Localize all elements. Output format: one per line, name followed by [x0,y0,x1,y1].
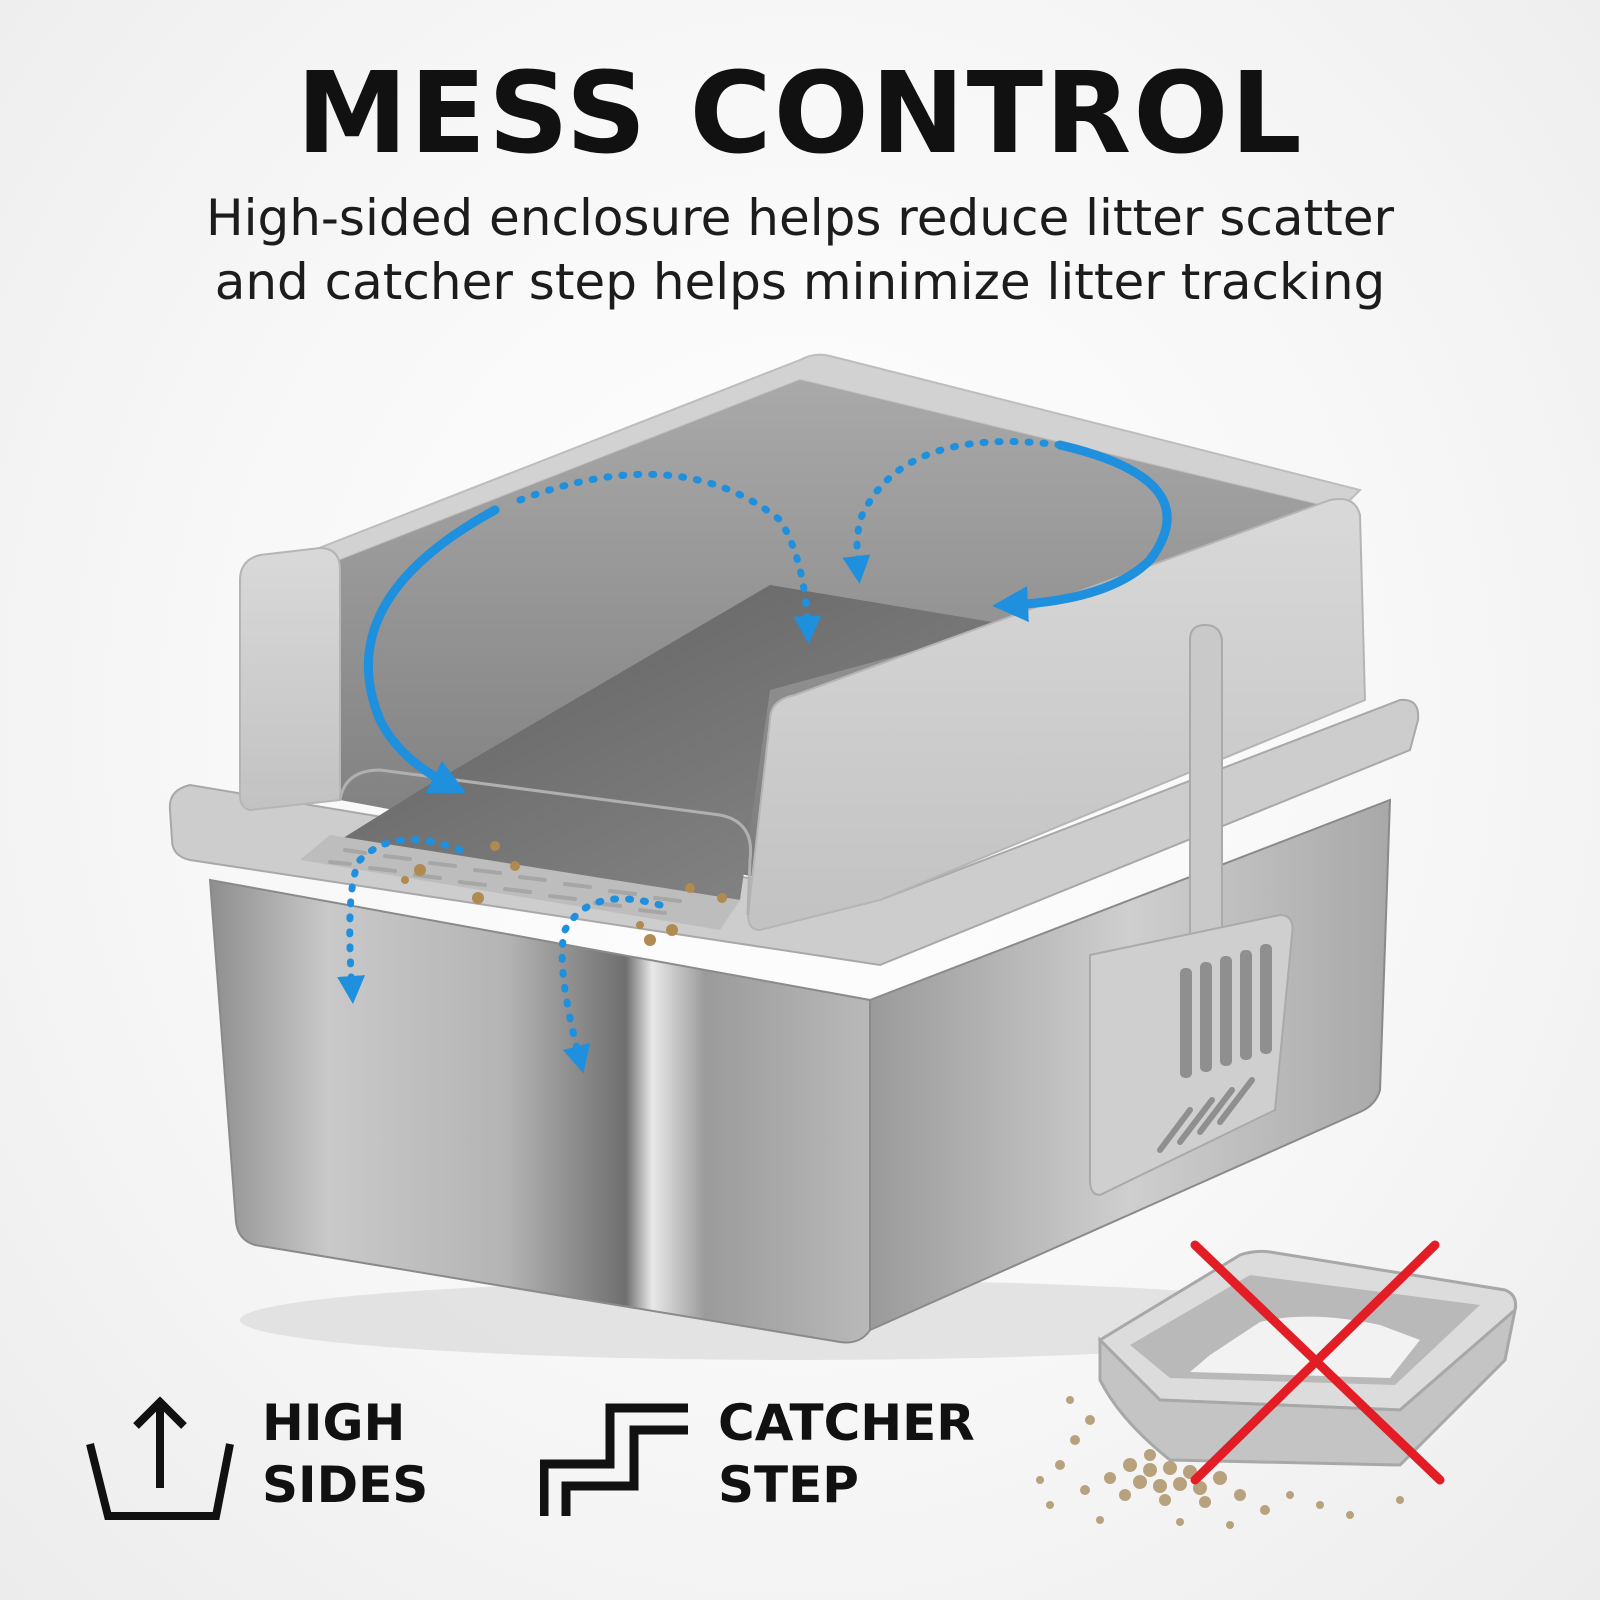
dotted-arrow-center [516,470,822,644]
scattered-litter [1036,1396,1404,1529]
feature-high-sides-line1: HIGH [262,1394,406,1452]
solid-arrow-left [363,505,500,794]
tray-up-arrow-icon [86,1396,234,1520]
page-subtitle: High-sided enclosure helps reduce litter… [0,186,1600,314]
entry-opening [338,768,753,916]
litter-scoop [1089,623,1294,1197]
open-tray-comparison [1036,1240,1518,1529]
subtitle-line-2: and catcher step helps minimize litter t… [214,253,1386,311]
solid-arrow-right [992,440,1172,623]
feature-high-sides: HIGH SIDES [262,1392,482,1516]
hood-left-wall [239,546,341,812]
red-cross-icon [1190,1240,1445,1485]
feature-catcher-step-line2: STEP [718,1456,859,1514]
dotted-arrow-grate-left [337,836,464,1004]
dotted-arrow-top-right [842,438,1064,584]
feature-high-sides-line2: SIDES [262,1456,429,1514]
litter-deflection-arrows [337,438,1172,1074]
hood-top-edge [249,353,1362,576]
tray-interior-floor [340,585,1010,900]
steel-base-front [208,878,871,1344]
feature-catcher-step: CATCHER STEP [718,1392,1018,1516]
subtitle-line-1: High-sided enclosure helps reduce litter… [205,189,1395,247]
stairs-step-icon [540,1403,688,1516]
page-title: MESS CONTROL [296,49,1304,179]
feature-catcher-step-line1: CATCHER [718,1394,975,1452]
hood-front-wall [746,498,1367,932]
dotted-arrow-grate-right [558,895,664,1074]
